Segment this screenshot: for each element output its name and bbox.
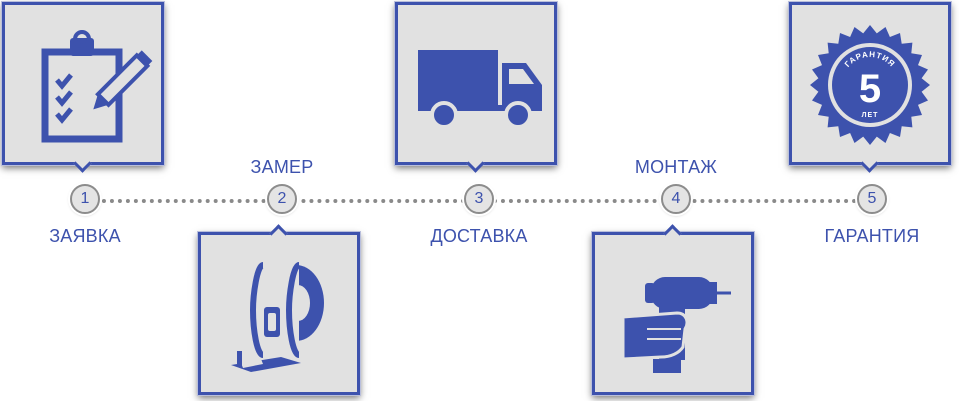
- seal-years: 5: [859, 67, 881, 111]
- step-1-marker: 1: [70, 184, 100, 214]
- step-5-label: ГАРАНТИЯ: [824, 226, 920, 246]
- step-4-card: [592, 224, 754, 395]
- clipboard-checklist-icon: [41, 30, 153, 143]
- power-drill-icon: [621, 277, 731, 373]
- step-2-card: [198, 224, 360, 395]
- delivery-truck-icon: [418, 50, 542, 129]
- tape-measure-icon: [231, 262, 324, 372]
- step-1-card: [2, 2, 164, 173]
- seal-bottom-text: ЛЕТ: [862, 112, 879, 119]
- step-4-label: МОНТАЖ: [634, 157, 718, 177]
- step-3-marker: 3: [464, 184, 494, 214]
- step-4-marker: 4: [661, 184, 691, 214]
- step-3-card: [395, 2, 557, 173]
- step-2-label: ЗАМЕР: [250, 157, 314, 177]
- step-1-label: ЗАЯВКА: [49, 226, 121, 246]
- step-5-marker: 5: [857, 184, 887, 214]
- warranty-seal-icon: ГАРАНТИЯ 5 ЛЕТ: [810, 25, 930, 145]
- step-3-label: ДОСТАВКА: [430, 226, 528, 246]
- step-5-card: ГАРАНТИЯ 5 ЛЕТ: [789, 2, 951, 173]
- step-2-marker: 2: [267, 184, 297, 214]
